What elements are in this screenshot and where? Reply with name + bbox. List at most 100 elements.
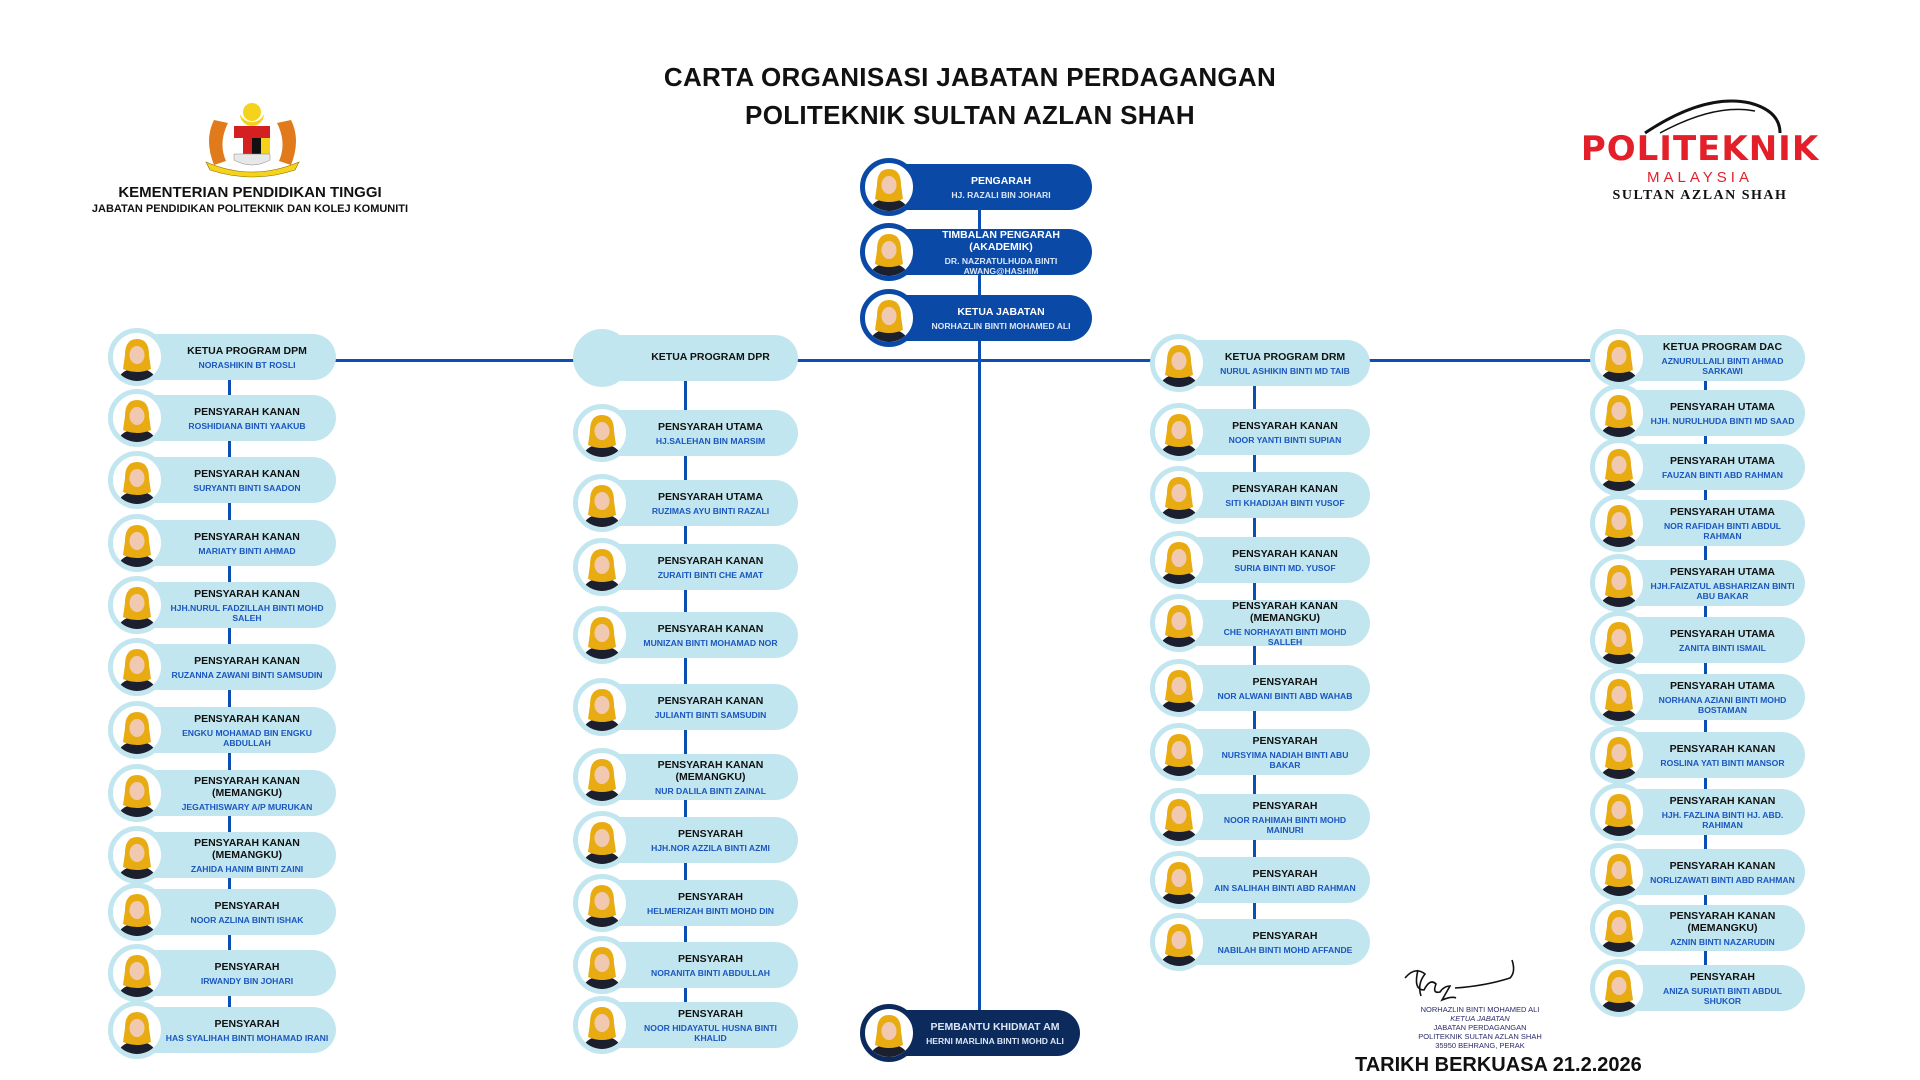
staff-name: RUZANNA ZAWANI BINTI SAMSUDIN	[171, 669, 323, 680]
avatar	[108, 328, 166, 386]
person-photo-icon	[869, 300, 909, 342]
position-title: PENSYARAH KANAN	[1669, 794, 1776, 807]
card-text: KETUA PROGRAM DAC AZNURULLAILI BINTI AHM…	[1646, 335, 1799, 381]
title-line-2: POLITEKNIK SULTAN AZLAN SHAH	[745, 100, 1195, 130]
person-photo-icon	[1159, 345, 1199, 387]
card-text: PENSYARAH KANAN NOOR YANTI BINTI SUPIAN	[1206, 409, 1364, 455]
position-title: PENSYARAH	[678, 952, 743, 965]
person-photo-icon	[1159, 734, 1199, 776]
person-photo-icon	[117, 712, 157, 754]
person-photo-icon	[117, 462, 157, 504]
card-text: PENSYARAH KANAN HJH. FAZLINA BINTI HJ. A…	[1646, 789, 1799, 835]
position-title: PENSYARAH KANAN	[194, 712, 300, 725]
card-text: PENSYARAH KANAN MARIATY BINTI AHMAD	[164, 520, 330, 566]
avatar	[1590, 783, 1648, 841]
staff-name: NUR DALILA BINTI ZAINAL	[655, 785, 766, 796]
avatar	[108, 883, 166, 941]
avatar	[860, 223, 918, 281]
person-photo-icon	[1599, 622, 1639, 664]
signatory-department: JABATAN PERDAGANGAN	[1433, 1023, 1527, 1032]
card-text: PENSYARAH NORANITA BINTI ABDULLAH	[629, 942, 792, 988]
staff-name: HELMERIZAH BINTI MOHD DIN	[647, 905, 774, 916]
person-photo-icon	[582, 822, 622, 864]
person-photo-icon	[117, 339, 157, 381]
person-photo-icon	[582, 549, 622, 591]
avatar	[108, 389, 166, 447]
avatar	[860, 158, 918, 216]
staff-name: HAS SYALIHAH BINTI MOHAMAD IRANI	[165, 1032, 329, 1043]
staff-card: PENSYARAH KANAN ZURAITI BINTI CHE AMAT	[573, 538, 798, 596]
position-title: PENSYARAH KANAN	[194, 587, 300, 600]
avatar	[573, 996, 631, 1054]
avatar	[1150, 334, 1208, 392]
card-text: PENSYARAH UTAMA HJH. NURULHUDA BINTI MD …	[1646, 390, 1799, 436]
person-photo-icon	[117, 955, 157, 997]
staff-card: PENSYARAH KANAN NOOR YANTI BINTI SUPIAN	[1150, 403, 1370, 461]
staff-card: PENSYARAH KANAN (MEMANGKU) ZAHIDA HANIM …	[108, 826, 336, 884]
person-photo-icon	[1159, 799, 1199, 841]
avatar	[108, 576, 166, 634]
position-title: PENSYARAH KANAN	[194, 405, 300, 418]
position-title: PENSYARAH UTAMA	[1669, 679, 1775, 692]
signatory-name: NORHAZLIN BINTI MOHAMED ALI	[1420, 1005, 1540, 1014]
staff-card: PENSYARAH HAS SYALIHAH BINTI MOHAMAD IRA…	[108, 1001, 336, 1059]
staff-card: PENSYARAH KANAN (MEMANGKU) NUR DALILA BI…	[573, 748, 798, 806]
staff-card: PENSYARAH KANAN ENGKU MOHAMAD BIN ENGKU …	[108, 701, 336, 759]
position-title: PENSYARAH UTAMA	[657, 420, 763, 433]
position-title: PENSYARAH	[214, 899, 280, 912]
person-photo-icon	[1599, 679, 1639, 721]
avatar	[1590, 843, 1648, 901]
card-text: PENSYARAH HELMERIZAH BINTI MOHD DIN	[629, 880, 792, 926]
staff-name: MARIATY BINTI AHMAD	[198, 545, 296, 556]
avatar	[1590, 329, 1648, 387]
card-text: PENSYARAH KANAN (MEMANGKU) CHE NORHAYATI…	[1206, 599, 1364, 647]
person-photo-icon	[582, 947, 622, 989]
person-photo-icon	[1599, 970, 1639, 1012]
avatar	[1150, 913, 1208, 971]
card-text: PENSYARAH UTAMA NORHANA AZIANI BINTI MOH…	[1646, 674, 1799, 720]
position-title: PENSYARAH UTAMA	[1669, 454, 1775, 467]
card-text: PENSYARAH IRWANDY BIN JOHARI	[164, 950, 330, 996]
position-title: PENSYARAH KANAN (MEMANGKU)	[1669, 909, 1776, 934]
staff-card: PENSYARAH NOOR RAHIMAH BINTI MOHD MAINUR…	[1150, 788, 1370, 846]
card-text: PENSYARAH UTAMA NOR RAFIDAH BINTI ABDUL …	[1646, 500, 1799, 546]
handwritten-signature	[1404, 959, 1515, 1002]
staff-name: NOR ALWANI BINTI ABD WAHAB	[1217, 690, 1353, 701]
position-title: PENSYARAH	[1252, 799, 1318, 812]
staff-name: JEGATHISWARY A/P MURUKAN	[181, 801, 313, 812]
effective-date: TARIKH BERKUASA 21.2.2026	[1355, 1054, 1642, 1076]
avatar	[860, 1004, 918, 1062]
position-title: PENSYARAH UTAMA	[657, 490, 763, 503]
person-photo-icon	[1599, 854, 1639, 896]
card-text: PENSYARAH KANAN JULIANTI BINTI SAMSUDIN	[629, 684, 792, 730]
staff-name: NORANITA BINTI ABDULLAH	[650, 967, 771, 978]
position-title: PENSYARAH KANAN (MEMANGKU)	[194, 836, 300, 861]
position-title: PENSYARAH	[1252, 867, 1318, 880]
avatar	[573, 329, 631, 387]
position-title: PENSYARAH	[1252, 929, 1318, 942]
staff-name: IRWANDY BIN JOHARI	[200, 975, 294, 986]
staff-card: PENSYARAH KANAN HJH.NURUL FADZILLAH BINT…	[108, 576, 336, 634]
person-photo-icon	[117, 649, 157, 691]
card-text: PENSYARAH UTAMA HJH.FAIZATUL ABSHARIZAN …	[1646, 560, 1799, 606]
position-title: PENSYARAH KANAN (MEMANGKU)	[1232, 599, 1338, 624]
staff-name: NORLIZAWATI BINTI ABD RAHMAN	[1650, 874, 1795, 885]
staff-card: PENSYARAH KANAN ROSHIDIANA BINTI YAAKUB	[108, 389, 336, 447]
staff-name: SITI KHADIJAH BINTI YUSOF	[1225, 497, 1345, 508]
card-text: PENSYARAH NABILAH BINTI MOHD AFFANDE	[1206, 919, 1364, 965]
position-title: PENSYARAH KANAN	[1232, 482, 1338, 495]
staff-name: NOOR YANTI BINTI SUPIAN	[1228, 434, 1342, 445]
staff-name: HJH.NURUL FADZILLAH BINTI MOHD SALEH	[170, 602, 324, 623]
person-photo-icon	[1599, 737, 1639, 779]
staff-name: HJH. FAZLINA BINTI HJ. ABD. RAHIMAN	[1661, 809, 1784, 830]
card-text: PENSYARAH KANAN NORLIZAWATI BINTI ABD RA…	[1646, 849, 1799, 895]
position-title: PENSYARAH UTAMA	[1669, 627, 1775, 640]
staff-card: PENSYARAH NOOR AZLINA BINTI ISHAK	[108, 883, 336, 941]
ministry-name: KEMENTERIAN PENDIDIKAN TINGGI	[118, 184, 382, 201]
staff-name: NURUL ASHIKIN BINTI MD TAIB	[1220, 365, 1350, 376]
card-text: PENSYARAH HJH.NOR AZZILA BINTI AZMI	[629, 817, 792, 863]
card-text: PENSYARAH NURSYIMA NADIAH BINTI ABU BAKA…	[1206, 729, 1364, 775]
card-text: PENSYARAH KANAN (MEMANGKU) JEGATHISWARY …	[164, 770, 330, 816]
avatar	[573, 678, 631, 736]
card-text: PENSYARAH UTAMA FAUZAN BINTI ABD RAHMAN	[1646, 444, 1799, 490]
